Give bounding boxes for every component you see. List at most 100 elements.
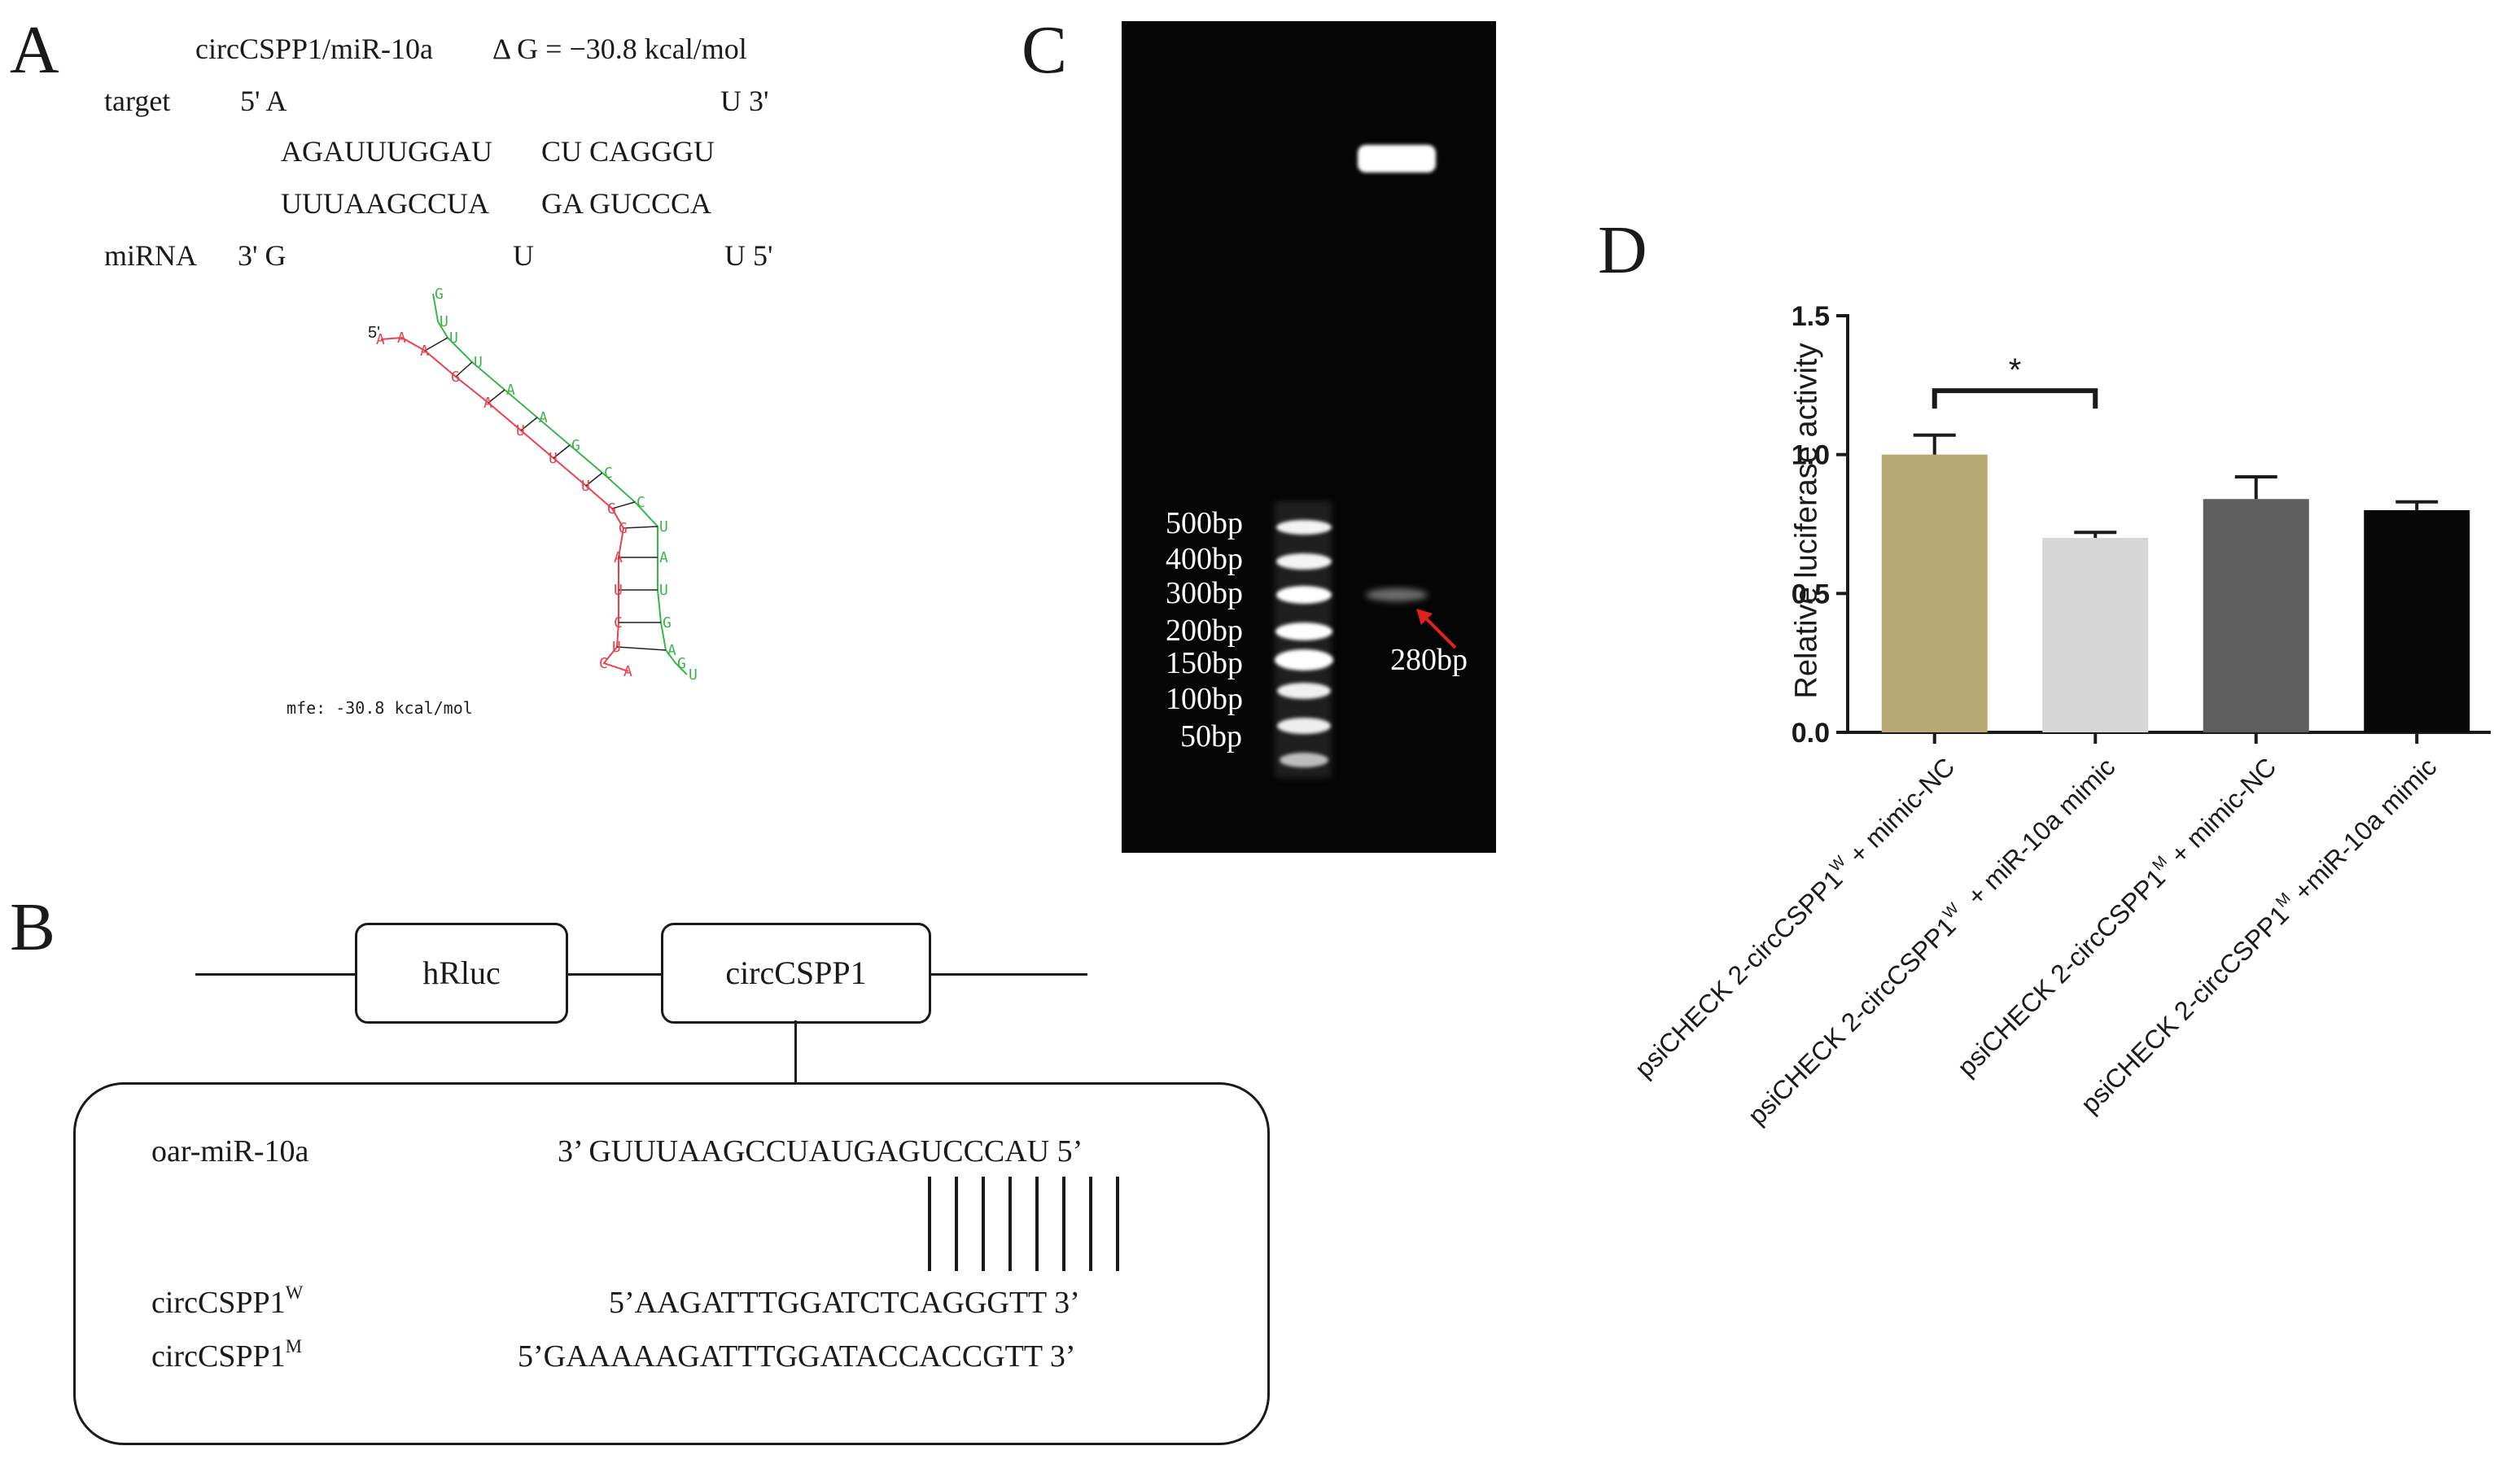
oar-mir-10a-label: oar-miR-10a xyxy=(151,1134,309,1169)
y-axis-label: Relative luciferase activity xyxy=(1789,343,1824,699)
target-3-end: U 3' xyxy=(720,85,769,117)
x-category-label: psiCHECK 2-circCSPP1W + miR-10a mimic xyxy=(1742,752,2121,1131)
base-pair-rung xyxy=(585,472,603,487)
target-nucleotide: U xyxy=(549,450,558,467)
mirna-nucleotide: U xyxy=(449,330,458,347)
mfe-label: mfe: -30.8 kcal/mol xyxy=(287,698,473,718)
mirna-nucleotide: U xyxy=(659,582,668,599)
mirna-nucleotide: C xyxy=(604,465,613,482)
structure-5-prime: 5' xyxy=(368,324,380,342)
mirna-nucleotide: G xyxy=(435,286,444,303)
panel-d-letter: D xyxy=(1598,212,1647,288)
circcspp1-mut-sequence: 5’GAAAAAGATTTGGATACCACCGTT 3’ xyxy=(518,1339,1076,1374)
band-arrow xyxy=(1421,614,1457,649)
circcspp1-wt-sequence: 5’AAGATTTGGATCTCAGGGTT 3’ xyxy=(609,1286,1080,1320)
circcspp1-mut-label: circCSPP1M xyxy=(151,1335,302,1374)
pair-bottom-1: UUUAAGCCUA xyxy=(281,187,490,220)
mirna-nucleotide: A xyxy=(506,382,515,399)
connector-line xyxy=(794,1020,797,1086)
ladder-400bp: 400bp xyxy=(1166,542,1243,576)
target-nucleotide: G xyxy=(619,520,628,537)
base-pair-rung xyxy=(488,389,505,404)
luciferase-bar-chart: 0.00.51.01.5* xyxy=(1792,301,2491,749)
ladder-300bp: 300bp xyxy=(1166,576,1243,610)
x-category-label: psiCHECK 2-circCSPP1M + mimic-NC xyxy=(1951,752,2282,1082)
ladder-100bp: 100bp xyxy=(1166,682,1243,716)
y-tick-label: 1.5 xyxy=(1792,301,1830,332)
circcspp1-wt-label: circCSPP1W xyxy=(151,1282,304,1320)
mirna-nucleotide: U xyxy=(659,518,668,535)
band-size-label: 280bp xyxy=(1390,643,1468,677)
panel-b-letter: B xyxy=(10,889,56,965)
mirna-nucleotide: U xyxy=(440,313,448,330)
bar xyxy=(2042,538,2149,732)
mirna-nucleotide: G xyxy=(571,437,580,454)
base-pair-rung xyxy=(520,417,538,431)
y-tick-label: 1.0 xyxy=(1792,440,1830,471)
target-nucleotide: A xyxy=(623,663,632,680)
target-nucleotide: G xyxy=(451,369,460,386)
construct-line-left xyxy=(195,973,357,976)
agarose-gel-image xyxy=(1122,21,1496,853)
bar xyxy=(2364,509,2470,732)
base-pair-rung xyxy=(455,361,473,378)
mirna-nucleotide: A xyxy=(659,549,668,566)
base-pair-rung xyxy=(616,646,667,651)
hrluc-box xyxy=(355,923,568,1024)
mirna-nucleotide: C xyxy=(637,494,645,511)
mirna-bulge: U xyxy=(513,239,534,272)
construct-line-mid xyxy=(566,973,663,976)
y-tick-label: 0.0 xyxy=(1792,718,1830,749)
x-category-label: psiCHECK 2-circCSPP1M +miR-10a mimic xyxy=(2075,752,2443,1120)
mirna-sequence: 3’ GUUUAAGCCUAUGAGUCCCAU 5’ xyxy=(558,1134,1083,1169)
ladder-150bp: 150bp xyxy=(1166,646,1243,680)
target-nucleotide: C xyxy=(599,655,608,672)
panel-c-letter: C xyxy=(1022,12,1068,88)
target-nucleotide: G xyxy=(607,500,616,518)
base-pair-rung xyxy=(553,444,571,459)
target-nucleotide: A xyxy=(614,549,623,566)
hrluc-label: hRluc xyxy=(422,954,501,991)
target-nucleotide: U xyxy=(612,639,621,656)
mirna-backbone xyxy=(432,293,688,675)
pairing-lines xyxy=(928,1177,1123,1274)
construct-line-right xyxy=(929,973,1087,976)
x-category-label: psiCHECK 2-circCSPP1W + mimic-NC xyxy=(1628,752,1961,1084)
ladder-50bp: 50bp xyxy=(1180,719,1242,754)
panel-a-delta-g: Δ G = −30.8 kcal/mol xyxy=(492,33,747,65)
mirna-nucleotide: U xyxy=(689,666,698,684)
mirna-5-end: U 5' xyxy=(724,239,773,272)
base-pair-rung xyxy=(611,501,636,509)
bar xyxy=(1881,454,1988,732)
target-nucleotide: A xyxy=(397,330,406,347)
pair-top-2: CU CAGGGU xyxy=(541,135,715,168)
base-pair-rung xyxy=(623,526,658,529)
mirna-nucleotide: A xyxy=(667,642,676,659)
duplex-base-pairs xyxy=(424,337,667,651)
mirna-nucleotide: U xyxy=(474,354,483,371)
panel-a-title: circCSPP1/miR-10a xyxy=(195,33,434,65)
target-label: target xyxy=(104,85,171,117)
target-nucleotide: C xyxy=(614,614,623,631)
sequence-box xyxy=(73,1082,1270,1445)
target-nucleotide: U xyxy=(516,422,525,439)
target-nucleotide: A xyxy=(420,343,429,360)
mirna-nucleotide: G xyxy=(663,614,672,631)
target-nucleotide: U xyxy=(614,582,623,599)
mirna-nucleotide: A xyxy=(539,409,548,426)
significance-star: * xyxy=(2009,352,2022,388)
target-backbone xyxy=(380,336,629,672)
mirna-3-end: 3' G xyxy=(238,239,287,272)
duplex-backbones xyxy=(380,293,688,675)
ladder-500bp: 500bp xyxy=(1166,506,1243,540)
target-5-end: 5' A xyxy=(240,85,287,117)
pair-bottom-2: GA GUCCCA xyxy=(541,187,712,220)
mirna-label: miRNA xyxy=(104,239,198,272)
target-nucleotide: A xyxy=(483,395,492,412)
panel-a-letter: A xyxy=(10,12,59,88)
gel-bands xyxy=(1275,145,1457,778)
ladder-200bp: 200bp xyxy=(1166,614,1243,648)
mirna-nucleotide: G xyxy=(677,655,686,672)
target-nucleotide: U xyxy=(581,478,590,495)
